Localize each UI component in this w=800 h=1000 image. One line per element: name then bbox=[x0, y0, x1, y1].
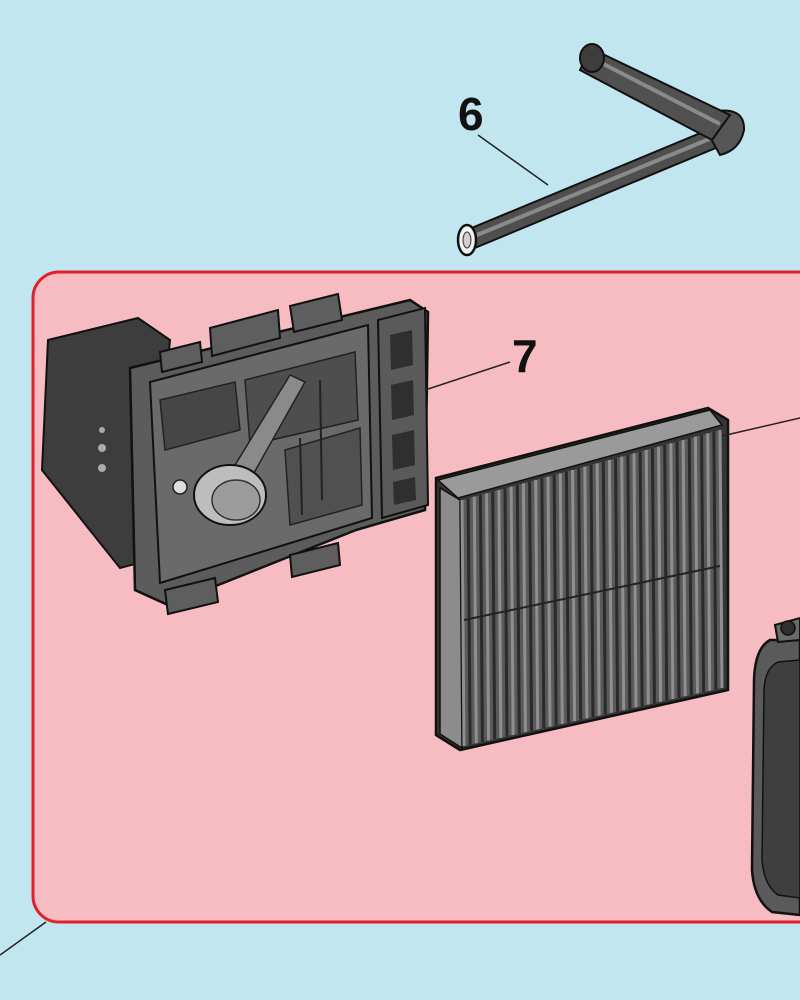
filter-pleat bbox=[700, 434, 706, 693]
filter-pleat bbox=[583, 466, 589, 719]
filter-pleat bbox=[503, 488, 509, 737]
filter-pleat bbox=[681, 439, 687, 697]
leader-line-filter bbox=[721, 417, 800, 437]
filter-pleat bbox=[472, 496, 478, 744]
filter-pleat bbox=[644, 449, 650, 705]
filter-pleat bbox=[638, 451, 644, 706]
filter-pleat bbox=[607, 459, 613, 713]
leader-line-assembly bbox=[0, 921, 47, 956]
filter-pleat bbox=[663, 444, 669, 701]
filter-pleat bbox=[626, 454, 632, 709]
filter-pleat bbox=[718, 429, 724, 689]
filter-pleat bbox=[577, 468, 583, 720]
filter-pleat bbox=[497, 489, 503, 738]
filter-pleat bbox=[601, 461, 607, 715]
filter-pleat bbox=[657, 446, 663, 702]
filter-pleat bbox=[693, 436, 699, 694]
breather-tube bbox=[456, 43, 746, 257]
filter-pleat bbox=[620, 456, 626, 711]
air-filter-cover bbox=[750, 616, 800, 917]
filter-pleat bbox=[491, 491, 497, 740]
air-filter-base bbox=[40, 292, 430, 616]
filter-pleat bbox=[460, 499, 466, 747]
filter-pleat bbox=[669, 443, 675, 700]
filter-pleat bbox=[712, 431, 718, 690]
filter-pleat bbox=[632, 453, 638, 708]
leader-line-6 bbox=[477, 134, 549, 186]
filter-pleat bbox=[466, 498, 472, 745]
filter-pleat bbox=[675, 441, 681, 698]
callout-label-7: 7 bbox=[512, 330, 538, 382]
filter-pleat bbox=[485, 493, 491, 741]
filter-pleat bbox=[687, 438, 693, 695]
filter-pleat bbox=[706, 433, 712, 691]
filter-pleat bbox=[564, 471, 570, 723]
filter-pleat bbox=[650, 448, 656, 704]
filter-pleat bbox=[571, 469, 577, 722]
air-filter-element bbox=[434, 406, 730, 752]
callout-label-6: 6 bbox=[458, 88, 484, 140]
filter-pleat bbox=[614, 458, 620, 712]
filter-pleat bbox=[589, 464, 595, 718]
filter-pleat bbox=[595, 463, 601, 716]
filter-pleat bbox=[478, 494, 484, 742]
leader-line-7 bbox=[424, 361, 511, 391]
